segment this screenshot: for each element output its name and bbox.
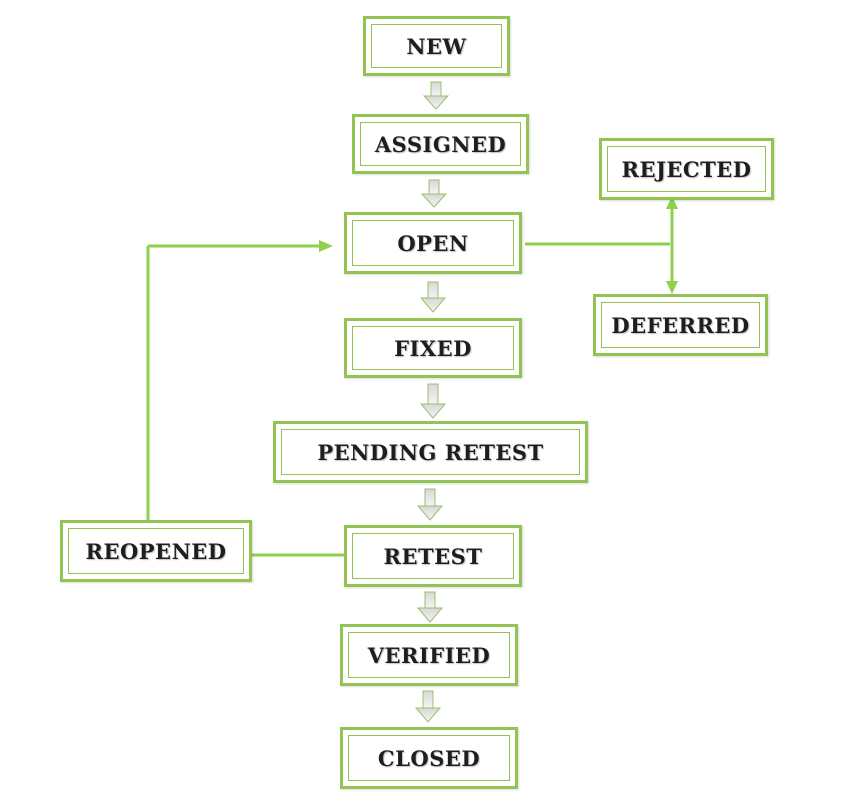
down-arrow-retest-verified (416, 591, 444, 623)
down-arrow-new-assigned (422, 81, 450, 110)
node-verified: VERIFIED (340, 624, 518, 686)
node-retest: RETEST (344, 525, 522, 587)
down-arrow-verified-closed (414, 690, 442, 723)
node-deferred: DEFERRED (593, 294, 768, 356)
node-reopened: REOPENED (60, 520, 252, 582)
node-pending-retest: PENDING RETEST (273, 421, 588, 483)
node-assigned: ASSIGNED (352, 114, 529, 174)
node-retest-label: RETEST (383, 543, 483, 569)
node-open-label: OPEN (397, 230, 469, 256)
reopen-loop-connector (146, 240, 345, 557)
down-arrow-pending-retest (416, 488, 444, 521)
node-rejected: REJECTED (599, 138, 774, 200)
down-arrow-fixed-pending (419, 383, 447, 419)
node-rejected-label: REJECTED (621, 156, 752, 182)
node-deferred-label: DEFERRED (611, 312, 750, 338)
down-arrow-open-fixed (419, 281, 447, 313)
node-fixed-label: FIXED (394, 335, 472, 361)
node-reopened-label: REOPENED (85, 538, 227, 564)
node-fixed: FIXED (344, 318, 522, 378)
node-new-label: NEW (406, 33, 467, 59)
node-verified-label: VERIFIED (367, 642, 491, 668)
arrowhead-to-open (319, 240, 333, 252)
node-open: OPEN (344, 212, 522, 274)
down-arrow-assigned-open (420, 179, 448, 208)
node-pending-retest-label: PENDING RETEST (317, 439, 544, 465)
node-closed: CLOSED (340, 727, 518, 789)
node-new: NEW (363, 16, 510, 76)
node-assigned-label: ASSIGNED (374, 131, 507, 157)
arrowhead-to-rejected (666, 196, 678, 209)
node-closed-label: CLOSED (377, 745, 481, 771)
branch-connector-open (525, 196, 678, 294)
arrowhead-to-deferred (666, 281, 678, 294)
